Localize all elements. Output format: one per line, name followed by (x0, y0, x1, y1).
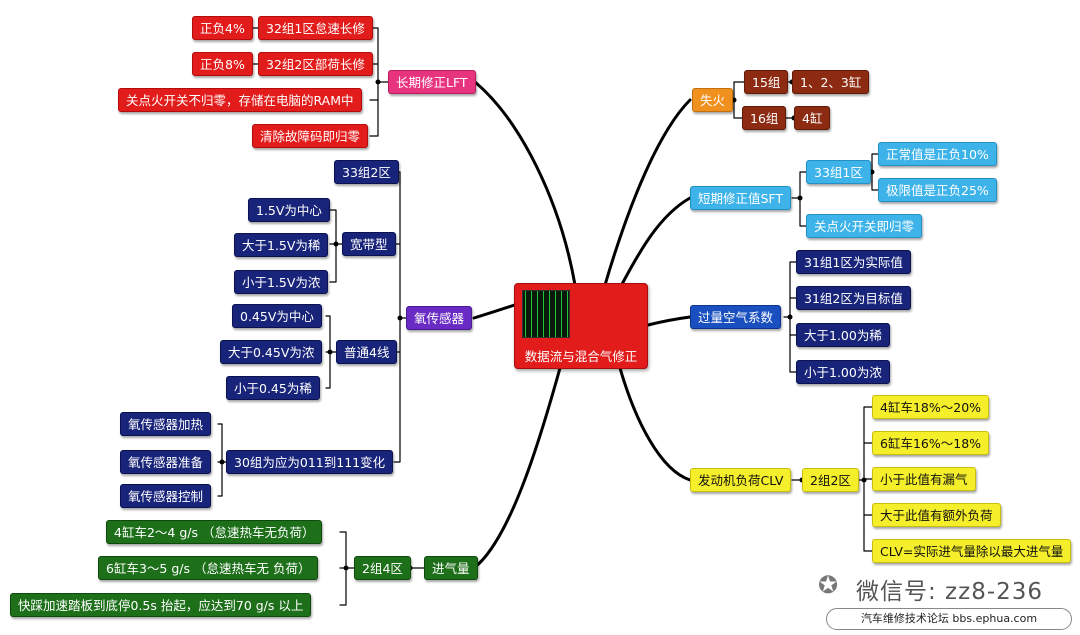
node-o2-w3[interactable]: 小于1.5V为浓 (234, 270, 329, 294)
wechat-icon: ✪ (818, 571, 839, 599)
node-lft-pm8[interactable]: 正负8% (192, 52, 253, 76)
node-lft-ram[interactable]: 关点火开关不归零，存储在电脑的RAM中 (118, 88, 362, 112)
node-sft-reset[interactable]: 关点火开关即归零 (806, 214, 923, 238)
node-intake-24[interactable]: 2组4区 (354, 556, 411, 580)
node-clv-2[interactable]: 6缸车16%～18% (872, 431, 990, 455)
node-clv[interactable]: 发动机负荷CLV (690, 468, 792, 492)
node-o2-h2[interactable]: 氧传感器准备 (120, 450, 212, 474)
node-o2[interactable]: 氧传感器 (406, 306, 473, 330)
node-sft[interactable]: 短期修正值SFT (690, 186, 792, 210)
node-o2-wide[interactable]: 宽带型 (342, 232, 396, 256)
node-clv-4[interactable]: 大于此值有额外负荷 (872, 503, 1001, 527)
node-intake[interactable]: 进气量 (424, 556, 478, 580)
central-topic-label: 数据流与混合气修正 (524, 349, 638, 364)
node-clv-22[interactable]: 2组2区 (802, 468, 859, 492)
node-lam-3[interactable]: 大于1.00为稀 (796, 323, 890, 347)
node-clv-5[interactable]: CLV=实际进气量除以最大进气量 (872, 539, 1072, 563)
node-misfire[interactable]: 失火 (692, 88, 734, 112)
node-o2-n3[interactable]: 小于0.45为稀 (226, 376, 320, 400)
node-clv-1[interactable]: 4缸车18%～20% (872, 395, 990, 419)
node-o2-30[interactable]: 30组为应为011到111变化 (226, 450, 394, 474)
node-o2-w1[interactable]: 1.5V为中心 (248, 198, 330, 222)
node-mf-15[interactable]: 15组 (744, 70, 789, 94)
node-sft-33[interactable]: 33组1区 (806, 160, 871, 184)
node-o2-h3[interactable]: 氧传感器控制 (120, 484, 212, 508)
node-lft-32-2[interactable]: 32组2区部荷长修 (258, 52, 373, 76)
node-intake-2[interactable]: 6缸车3～5 g/s （怠速热车无 负荷） (98, 556, 319, 580)
node-lambda[interactable]: 过量空气系数 (690, 305, 782, 329)
node-lam-2[interactable]: 31组2区为目标值 (796, 286, 911, 310)
node-lft-32-1[interactable]: 32组1区怠速长修 (258, 16, 373, 40)
node-intake-1[interactable]: 4缸车2～4 g/s （怠速热车无负荷） (106, 520, 323, 544)
node-mf-4[interactable]: 4缸 (794, 106, 831, 130)
central-topic[interactable]: 数据流与混合气修正 (514, 283, 648, 369)
node-lft-clear[interactable]: 清除故障码即归零 (252, 124, 369, 148)
node-o2-norm[interactable]: 普通4线 (336, 340, 398, 364)
node-lam-4[interactable]: 小于1.00为浓 (796, 360, 890, 384)
forum-watermark: 汽车维修技术论坛 bbs.ephua.com (826, 608, 1072, 630)
node-sft-limit[interactable]: 极限值是正负25% (878, 178, 997, 202)
node-o2-n2[interactable]: 大于0.45V为浓 (220, 340, 323, 364)
node-mf-123[interactable]: 1、2、3缸 (792, 70, 870, 94)
node-o2-n1[interactable]: 0.45V为中心 (232, 304, 322, 328)
node-lam-1[interactable]: 31组1区为实际值 (796, 250, 911, 274)
node-o2-33[interactable]: 33组2区 (334, 160, 399, 184)
node-clv-3[interactable]: 小于此值有漏气 (872, 467, 976, 491)
wechat-watermark: 微信号: zz8-236 (856, 579, 1044, 605)
node-o2-h1[interactable]: 氧传感器加热 (120, 412, 212, 436)
node-lft-pm4[interactable]: 正负4% (192, 16, 253, 40)
node-sft-normal[interactable]: 正常值是正负10% (878, 142, 997, 166)
node-o2-w2[interactable]: 大于1.5V为稀 (234, 233, 329, 257)
data-stream-image (522, 290, 570, 338)
node-lft[interactable]: 长期修正LFT (388, 70, 476, 94)
node-mf-16[interactable]: 16组 (742, 106, 787, 130)
node-intake-3[interactable]: 快踩加速踏板到底停0.5s 抬起，应达到70 g/s 以上 (10, 593, 312, 617)
